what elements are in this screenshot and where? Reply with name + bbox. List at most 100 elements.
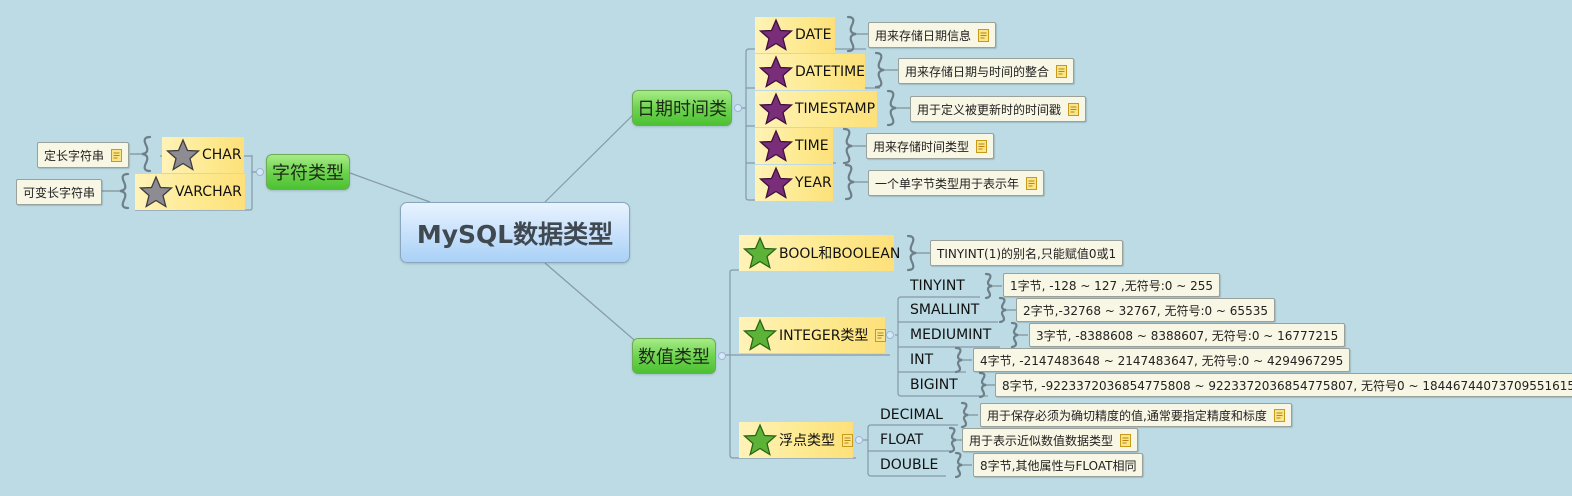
central-topic[interactable]: MySQL数据类型 xyxy=(400,202,630,263)
note-text: 3字节, -8388608 ~ 8388607, 无符号:0 ~ 1677721… xyxy=(1036,328,1339,343)
collapse-toggle-icon[interactable] xyxy=(886,331,894,339)
note-text: 1字节, -128 ~ 127 ,无符号:0 ~ 255 xyxy=(1010,278,1213,293)
float-item-float[interactable]: FLOAT xyxy=(880,429,923,451)
note-datetime: 用来存储日期与时间的整合 xyxy=(898,58,1075,84)
subtopic-label: TIME xyxy=(795,138,829,154)
item-label: INT xyxy=(910,352,934,368)
note-text: 8字节,其他属性与FLOAT相同 xyxy=(980,458,1137,473)
integer-item-int[interactable]: INT xyxy=(910,349,933,371)
note-text: 4字节, -2147483648 ~ 2147483647, 无符号:0 ~ 4… xyxy=(980,353,1344,368)
subtopic-datetime[interactable]: DATETIME xyxy=(755,54,865,90)
note-icon[interactable] xyxy=(1068,102,1080,116)
subtopic-label: VARCHAR xyxy=(175,184,242,200)
topic-numeric-types[interactable]: 数值类型 xyxy=(632,338,716,374)
subtopic-year[interactable]: YEAR xyxy=(755,165,833,201)
subtopic-label: BOOL和BOOLEAN xyxy=(779,246,901,262)
float-item-double[interactable]: DOUBLE xyxy=(880,454,938,476)
note-int: 4字节, -2147483648 ~ 2147483647, 无符号:0 ~ 4… xyxy=(973,348,1351,372)
subtopic-label: TIMESTAMP xyxy=(795,101,876,117)
central-topic-label: MySQL数据类型 xyxy=(416,219,614,249)
star-icon xyxy=(743,236,777,269)
note-text: 用于表示近似数值数据类型 xyxy=(969,433,1114,448)
topic-label: 日期时间类 xyxy=(637,99,727,120)
subtopic-bool[interactable]: BOOL和BOOLEAN xyxy=(739,235,900,271)
subtopic-time[interactable]: TIME xyxy=(755,128,833,164)
note-text: 可变长字符串 xyxy=(23,185,96,200)
note-icon[interactable] xyxy=(1273,408,1285,422)
note-bool: TINYINT(1)的别名,只能赋值0或1 xyxy=(930,240,1124,266)
star-icon xyxy=(759,92,793,125)
subtopic-varchar[interactable]: VARCHAR xyxy=(135,174,245,210)
star-icon xyxy=(139,175,173,208)
integer-item-smallint[interactable]: SMALLINT xyxy=(910,299,979,321)
star-icon xyxy=(759,129,793,162)
item-label: DECIMAL xyxy=(880,407,943,423)
subtopic-char[interactable]: CHAR xyxy=(162,137,244,173)
star-icon xyxy=(759,18,793,51)
subtopic-label: INTEGER类型 xyxy=(779,328,869,344)
integer-item-tinyint[interactable]: TINYINT xyxy=(910,275,965,297)
subtopic-label: YEAR xyxy=(795,175,832,191)
note-varchar: 可变长字符串 xyxy=(16,179,103,205)
float-item-decimal[interactable]: DECIMAL xyxy=(880,404,943,426)
note-double: 8字节,其他属性与FLOAT相同 xyxy=(973,453,1144,477)
star-icon xyxy=(166,138,200,171)
note-text: TINYINT(1)的别名,只能赋值0或1 xyxy=(937,246,1117,261)
subtopic-label: DATETIME xyxy=(795,64,866,80)
collapse-toggle-icon[interactable] xyxy=(718,352,726,360)
subtopic-label: CHAR xyxy=(202,147,242,163)
note-timestamp: 用于定义被更新时的时间戳 xyxy=(910,96,1087,122)
note-text: 2字节,-32768 ~ 32767, 无符号:0 ~ 65535 xyxy=(1023,303,1268,318)
note-bigint: 8字节, -9223372036854775808 ~ 922337203685… xyxy=(995,373,1572,397)
topic-string-types[interactable]: 字符类型 xyxy=(266,154,350,190)
note-icon[interactable] xyxy=(1026,176,1038,190)
subtopic-label: 浮点类型 xyxy=(779,433,835,449)
star-icon xyxy=(759,166,793,199)
topic-label: 字符类型 xyxy=(272,163,344,184)
subtopic-timestamp[interactable]: TIMESTAMP xyxy=(755,91,877,127)
note-decimal: 用于保存必须为确切精度的值,通常要指定精度和标度 xyxy=(980,403,1292,427)
item-label: DOUBLE xyxy=(880,457,939,473)
note-text: 8字节, -9223372036854775808 ~ 922337203685… xyxy=(1002,378,1572,393)
star-icon xyxy=(743,423,777,456)
note-text: 一个单字节类型用于表示年 xyxy=(875,176,1020,191)
integer-item-mediumint[interactable]: MEDIUMINT xyxy=(910,324,991,346)
note-text: 用于定义被更新时的时间戳 xyxy=(917,102,1062,117)
note-icon[interactable] xyxy=(976,139,988,153)
item-label: MEDIUMINT xyxy=(910,327,992,343)
note-icon[interactable] xyxy=(875,328,887,342)
note-icon[interactable] xyxy=(842,433,853,447)
collapse-toggle-icon[interactable] xyxy=(256,168,264,176)
note-text: 定长字符串 xyxy=(44,148,105,163)
note-mediumint: 3字节, -8388608 ~ 8388607, 无符号:0 ~ 1677721… xyxy=(1029,323,1346,347)
note-text: 用来存储时间类型 xyxy=(873,139,970,154)
note-text: 用于保存必须为确切精度的值,通常要指定精度和标度 xyxy=(987,408,1267,423)
item-label: SMALLINT xyxy=(910,302,980,318)
topic-label: 数值类型 xyxy=(638,347,710,368)
note-icon[interactable] xyxy=(1056,64,1068,78)
integer-item-bigint[interactable]: BIGINT xyxy=(910,374,958,396)
subtopic-float[interactable]: 浮点类型 xyxy=(739,422,853,458)
note-text: 用来存储日期信息 xyxy=(875,28,972,43)
collapse-toggle-icon[interactable] xyxy=(734,104,742,112)
note-smallint: 2字节,-32768 ~ 32767, 无符号:0 ~ 65535 xyxy=(1016,298,1275,322)
note-icon[interactable] xyxy=(1120,433,1132,447)
subtopic-date[interactable]: DATE xyxy=(755,17,835,53)
collapse-toggle-icon[interactable] xyxy=(855,436,863,444)
item-label: BIGINT xyxy=(910,377,958,393)
topic-datetime-types[interactable]: 日期时间类 xyxy=(632,90,732,126)
item-label: FLOAT xyxy=(880,432,924,448)
item-label: TINYINT xyxy=(910,278,965,294)
note-float: 用于表示近似数值数据类型 xyxy=(962,428,1139,452)
note-text: 用来存储日期与时间的整合 xyxy=(905,64,1050,79)
note-icon[interactable] xyxy=(978,28,990,42)
note-year: 一个单字节类型用于表示年 xyxy=(868,170,1045,196)
note-time: 用来存储时间类型 xyxy=(866,133,995,159)
subtopic-integer[interactable]: INTEGER类型 xyxy=(739,317,887,353)
note-char: 定长字符串 xyxy=(37,142,130,168)
note-tinyint: 1字节, -128 ~ 127 ,无符号:0 ~ 255 xyxy=(1003,273,1220,297)
star-icon xyxy=(743,318,777,351)
note-icon[interactable] xyxy=(111,148,123,162)
star-icon xyxy=(759,55,793,88)
note-date: 用来存储日期信息 xyxy=(868,22,997,48)
